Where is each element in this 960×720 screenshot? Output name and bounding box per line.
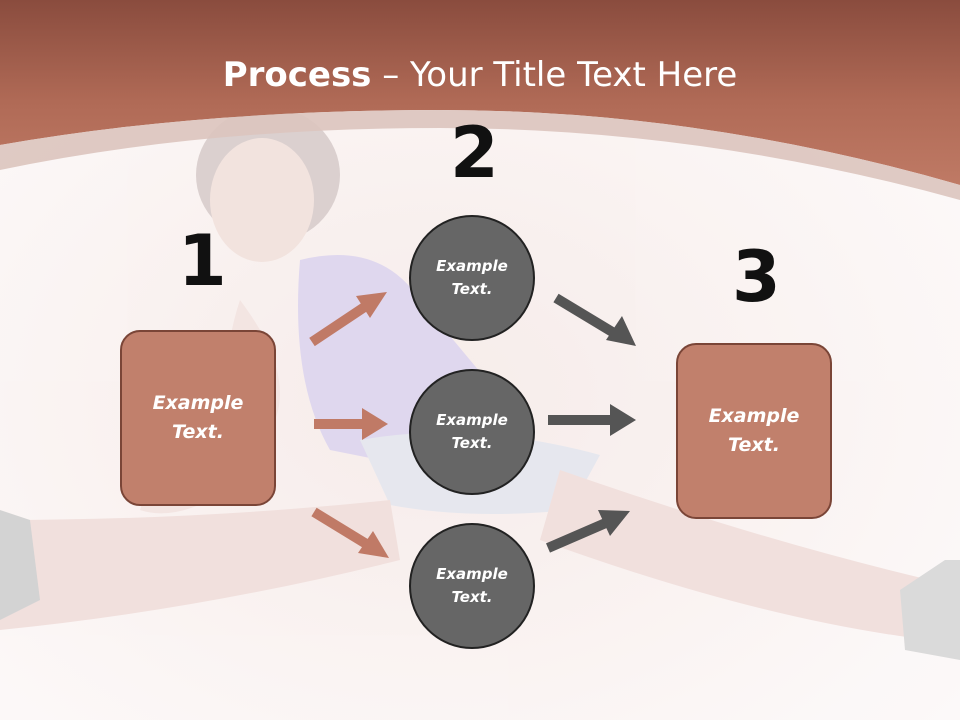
step-1-text-line2: Text. <box>172 421 224 443</box>
arrow-up-right <box>546 510 630 553</box>
step-2-circle-bottom: Example Text. <box>409 523 535 649</box>
header-band <box>0 0 960 185</box>
circle-top-text-line1: Example <box>436 257 508 275</box>
header-swoosh <box>0 110 960 200</box>
step-3-box: Example Text. <box>676 343 832 519</box>
arrow-middle-left <box>314 408 388 440</box>
arrow-up-left <box>309 292 387 347</box>
step-number-3: 3 <box>732 236 781 318</box>
step-number-1: 1 <box>178 220 227 302</box>
arrow-middle-right <box>548 404 636 436</box>
step-2-circle-top: Example Text. <box>409 215 535 341</box>
slide-title: Process – Your Title Text Here <box>0 54 960 96</box>
step-1-box: Example Text. <box>120 330 276 506</box>
step-3-text-line1: Example <box>708 405 800 427</box>
step-3-text-line2: Text. <box>728 434 780 456</box>
circle-middle-text-line1: Example <box>436 411 508 429</box>
circle-bottom-text-line2: Text. <box>451 588 493 606</box>
step-number-2: 2 <box>450 112 499 194</box>
arrow-down-left <box>311 507 389 558</box>
circle-middle-text-line2: Text. <box>451 434 493 452</box>
step-1-text-line1: Example <box>152 392 244 414</box>
title-rest: – Your Title Text Here <box>371 55 738 95</box>
step-2-circle-middle: Example Text. <box>409 369 535 495</box>
title-bold: Process <box>222 55 372 95</box>
circle-bottom-text-line1: Example <box>436 565 508 583</box>
arrow-down-right <box>553 293 636 346</box>
circle-top-text-line2: Text. <box>451 280 493 298</box>
